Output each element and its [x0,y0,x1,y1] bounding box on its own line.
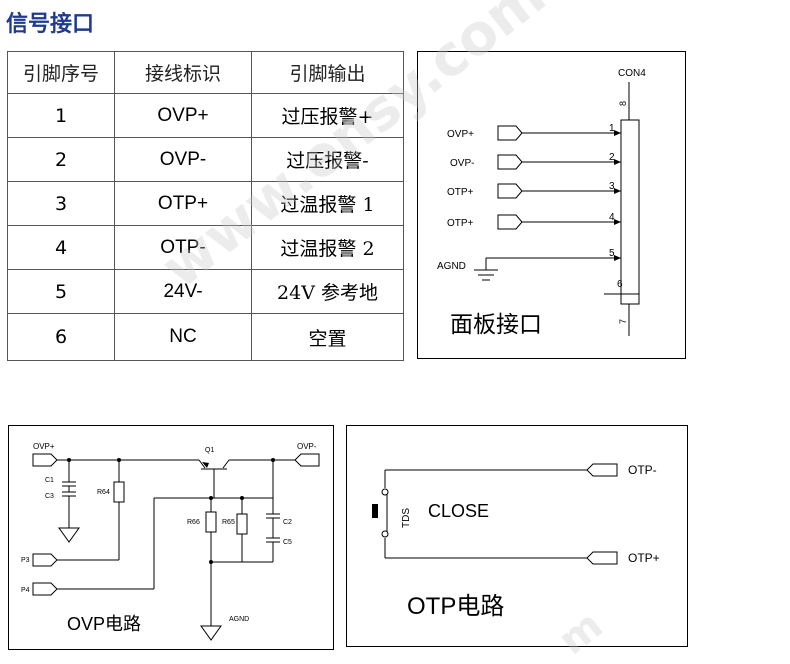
otp-circuit-diagram: TDS CLOSE OTP- OTP+ OTP电路 [372,463,660,620]
r66-label: R66 [187,519,200,526]
header-pin-output: 引脚输出 [251,51,404,94]
wire-label-cell: 24V- [114,269,252,314]
otp-caption: OTP电路 [407,593,504,620]
r64-label: R64 [97,489,110,496]
pin-output-cell: 过压报警+ [251,93,404,138]
agnd-label: AGND [229,616,249,623]
connector-body [620,119,640,305]
pin-number-cell: 3 [7,181,115,226]
c1-label: C1 [45,477,54,484]
pin-2-label: 2 [609,152,615,163]
pin-output-cell: 过压报警- [251,137,404,182]
switch-contact-top [381,488,389,496]
tds-label: TDS [401,508,412,528]
switch-actuator [372,504,378,518]
panel-interface-diagram: CON4 8 OVP+ OVP- OTP+ OTP+ AGND 1 2 3 4 … [437,68,646,338]
pin-output-cell: 空置 [251,313,404,361]
p4-label: P4 [21,587,30,594]
wire-label-cell: OVP- [114,137,252,182]
otp-plus-label: OTP+ [628,551,660,565]
r65-label: R65 [222,519,235,526]
ground-symbol-agnd [200,625,222,641]
wire-label-cell: OVP+ [114,93,252,138]
ovp-minus-label: OVP- [297,442,317,451]
signal-label-ovp-plus: OVP+ [447,129,474,140]
otp-circuit-box: TDS CLOSE OTP- OTP+ OTP电路 [346,425,688,647]
pin-7-label: 7 [618,319,628,324]
switch-contact-bottom [381,530,389,538]
wire-label-cell: NC [114,313,252,361]
r66-resistor [205,511,217,533]
table-row: 4 OTP- 过温报警 2 [7,225,404,270]
pin-output-cell: 24V 参考地 [251,269,404,314]
header-pin-number: 引脚序号 [7,51,115,94]
ovp-plus-label: OVP+ [33,442,55,451]
p3-terminal [32,553,58,567]
pin-number-cell: 1 [7,93,115,138]
ovp-plus-terminal [497,125,523,141]
signal-label-otp-plus-1: OTP+ [447,187,474,198]
pin-1-label: 1 [609,123,615,134]
p3-label: P3 [21,557,30,564]
signal-label-ovp-minus: OVP- [450,158,474,169]
table-header-row: 引脚序号 接线标识 引脚输出 [7,51,404,94]
ground-symbol-c [58,527,80,543]
ovp-minus-terminal [294,453,320,467]
pin-output-cell: 过温报警 1 [251,181,404,226]
ovp-plus-terminal [32,453,58,467]
c3-label: C3 [45,493,54,500]
pin-5-label: 5 [609,248,615,259]
pin-number-cell: 6 [7,313,115,361]
signal-label-otp-plus-2: OTP+ [447,218,474,229]
ovp-minus-terminal [497,154,523,170]
connector-label: CON4 [618,68,646,79]
otp-minus-terminal [586,463,618,477]
ovp-circuit-diagram: OVP+ OVP- Q1 C1 C3 R64 R66 R65 C2 C5 P3 … [21,442,320,641]
wire-label-cell: OTP- [114,225,252,270]
table-row: 5 24V- 24V 参考地 [7,269,404,314]
p4-terminal [32,582,58,596]
pin-output-cell: 过温报警 2 [251,225,404,270]
otp-plus-terminal-2 [497,214,523,230]
pin-number-cell: 4 [7,225,115,270]
table-row: 3 OTP+ 过温报警 1 [7,181,404,226]
agnd-label: AGND [437,261,466,272]
pin-6-label: 6 [617,279,623,290]
section-title: 信号接口 [6,12,95,37]
wire-label-cell: OTP+ [114,181,252,226]
ovp-circuit-box: OVP+ OVP- Q1 C1 C3 R64 R66 R65 C2 C5 P3 … [8,425,334,650]
table-row: 6 NC 空置 [7,313,404,361]
pin-number-cell: 5 [7,269,115,314]
q1-label: Q1 [205,447,214,454]
pin-number-cell: 2 [7,137,115,182]
otp-plus-terminal [586,551,618,565]
otp-minus-label: OTP- [628,463,657,477]
pin-8-label: 8 [618,101,628,106]
r65-resistor [236,513,248,535]
otp-plus-terminal-1 [497,183,523,199]
close-label: CLOSE [428,501,489,521]
panel-interface-box: CON4 8 OVP+ OVP- OTP+ OTP+ AGND 1 2 3 4 … [417,51,686,359]
pin-table: 引脚序号 接线标识 引脚输出 1 OVP+ 过压报警+ 2 OVP- 过压报警-… [7,51,404,361]
header-wire-label: 接线标识 [114,51,252,94]
table-row: 2 OVP- 过压报警- [7,137,404,182]
table-row: 1 OVP+ 过压报警+ [7,93,404,138]
pin-3-label: 3 [609,181,615,192]
c5-label: C5 [283,539,292,546]
ovp-caption: OVP电路 [67,614,141,634]
c2-label: C2 [283,519,292,526]
pin-4-label: 4 [609,212,615,223]
panel-caption: 面板接口 [450,312,542,338]
r64-resistor [113,481,125,503]
